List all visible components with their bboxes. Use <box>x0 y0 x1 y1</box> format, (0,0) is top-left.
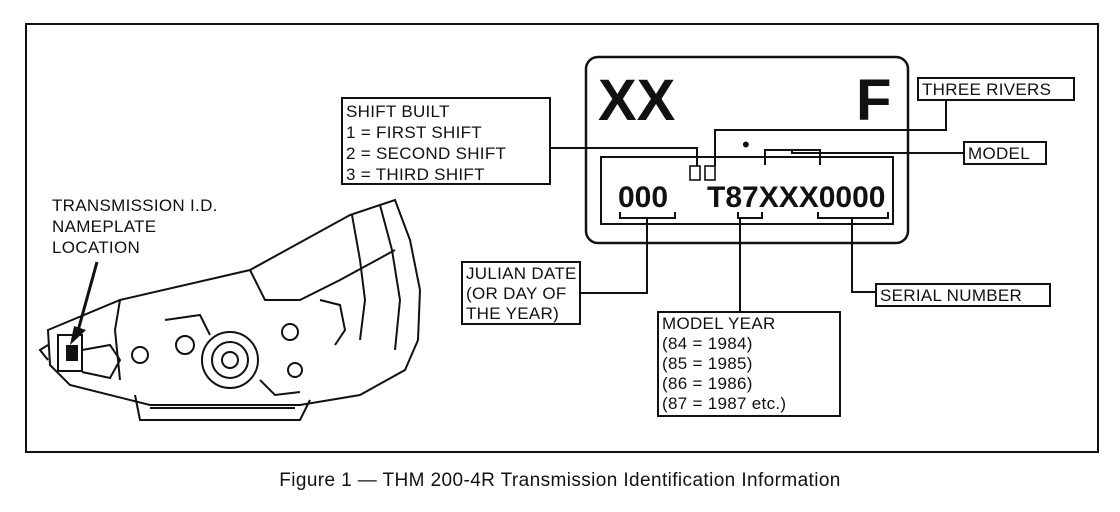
location-label-line-2: NAMEPLATE <box>52 217 156 236</box>
shift-built-title: SHIFT BUILT <box>346 102 450 121</box>
nameplate-dot: • <box>742 132 750 157</box>
nameplate: XX F • 000 T87XXX0000 <box>584 55 910 245</box>
model-label: MODEL <box>968 144 1030 163</box>
three-rivers-box <box>917 77 1075 101</box>
julian-date-box <box>461 261 581 325</box>
serial-number-label: SERIAL NUMBER <box>880 286 1022 305</box>
shift-built-box <box>341 97 551 185</box>
nameplate-code: T87XXX0000 <box>707 181 885 214</box>
model-year-box <box>657 311 841 417</box>
julian-date-line-3: THE YEAR) <box>466 304 559 323</box>
nameplate-prefix: XX <box>598 68 676 133</box>
julian-date-line-2: (OR DAY OF <box>466 284 567 303</box>
nameplate-julian-code: 000 <box>618 181 668 214</box>
serial-number-box <box>875 283 1051 307</box>
nameplate-suffix: F <box>856 68 891 133</box>
model-year-87: (87 = 1987 etc.) <box>662 394 786 413</box>
transmission-illustration <box>38 198 422 421</box>
model-year-86: (86 = 1986) <box>662 374 753 393</box>
three-rivers-label: THREE RIVERS <box>922 80 1051 99</box>
shift-built-second: 2 = SECOND SHIFT <box>346 144 506 163</box>
model-year-title: MODEL YEAR <box>662 314 776 333</box>
location-label-line-1: TRANSMISSION I.D. <box>52 196 218 215</box>
model-year-84: (84 = 1984) <box>662 334 753 353</box>
model-year-85: (85 = 1985) <box>662 354 753 373</box>
figure-caption: Figure 1 — THM 200-4R Transmission Ident… <box>279 470 841 491</box>
julian-date-line-1: JULIAN DATE <box>466 264 577 283</box>
diagram-frame <box>25 23 1099 453</box>
shift-built-third: 3 = THIRD SHIFT <box>346 165 485 184</box>
shift-built-first: 1 = FIRST SHIFT <box>346 123 482 142</box>
location-label-line-3: LOCATION <box>52 238 140 257</box>
